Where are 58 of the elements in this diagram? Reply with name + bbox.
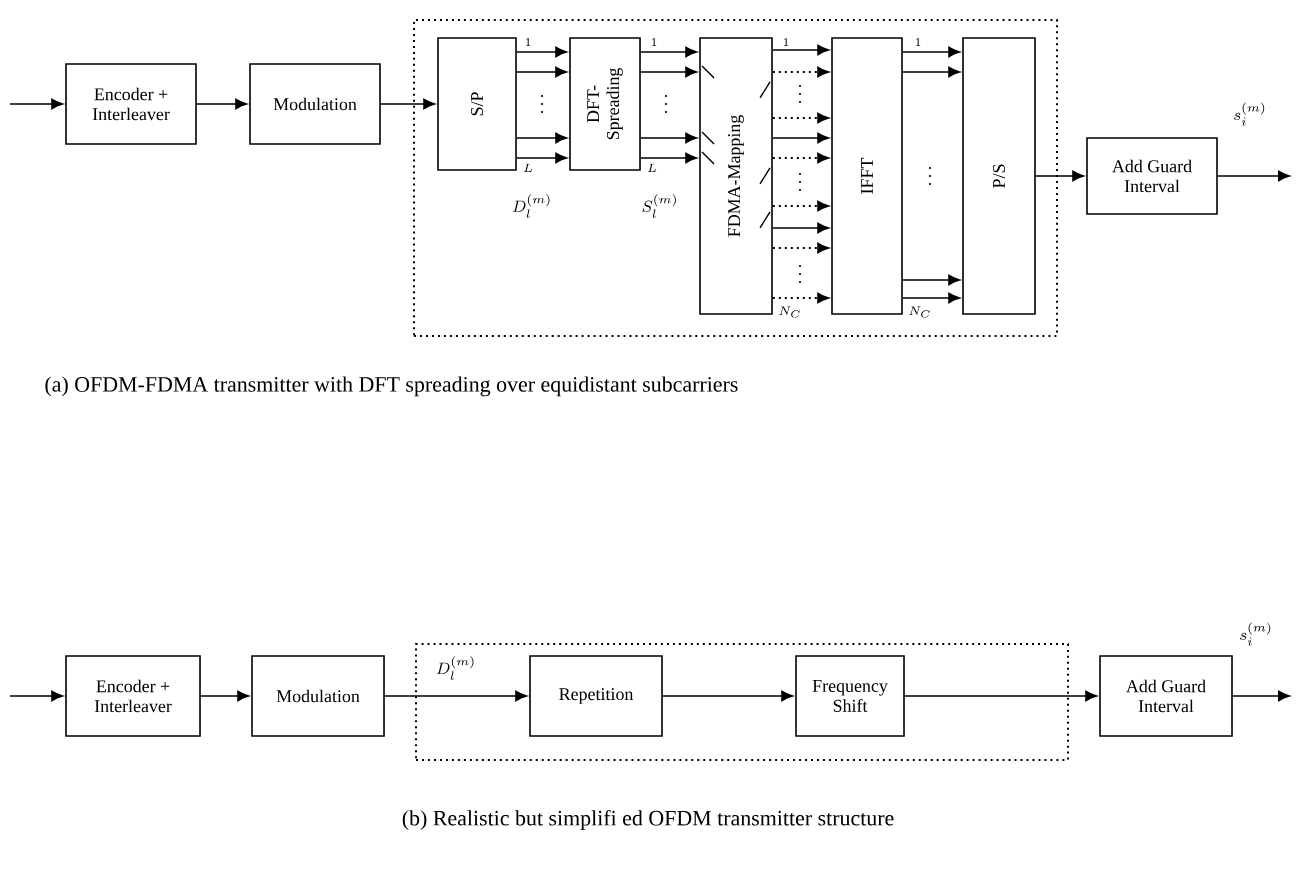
- block-box: S/P: [437, 37, 517, 171]
- arrow: [662, 690, 794, 702]
- arrow: [904, 690, 1098, 702]
- block-box: Encoder + Interleaver: [65, 655, 201, 737]
- block-box: P/S: [962, 37, 1036, 315]
- arrow: [1232, 690, 1290, 702]
- arrow: [1217, 170, 1290, 182]
- arrow: [771, 242, 829, 254]
- arrow: [771, 292, 829, 304]
- arrow: [1035, 170, 1085, 182]
- arrow: [9, 98, 64, 110]
- arrow: [902, 66, 961, 78]
- dotted-frame: [415, 642, 1069, 761]
- block-box: Add Guard Interval: [1086, 137, 1218, 215]
- block-box: IFFT: [831, 37, 903, 315]
- port-label: $N_C$: [909, 306, 930, 318]
- caption: (a) OFDM-FDMA transmitter with DFT spreading over equidistant subcarriers: [45, 376, 738, 397]
- arrow: [902, 46, 961, 58]
- arrow: [516, 46, 568, 58]
- signal-label: $D_l^{(m)}$: [436, 656, 474, 680]
- arrow: [771, 200, 829, 212]
- block-box: Add Guard Interval: [1099, 655, 1233, 737]
- block-box: Modulation: [249, 63, 381, 145]
- arrow: [640, 152, 698, 164]
- arrow: [640, 66, 698, 78]
- signal-label: $s_i^{(m)}$: [1240, 622, 1271, 646]
- dotted-frame: [413, 19, 1058, 337]
- arrow: [640, 132, 698, 144]
- arrow: [771, 112, 829, 124]
- arrow: [772, 222, 830, 234]
- block-box: Repetition: [529, 655, 663, 737]
- arrow: [902, 292, 961, 304]
- arrow: [772, 44, 830, 56]
- arrow: [380, 98, 436, 110]
- block-box: FDMA-Mapping: [699, 37, 773, 315]
- arrow: [516, 66, 568, 78]
- arrow: [516, 152, 568, 164]
- block-box: DFT-Spreading: [569, 37, 641, 171]
- port-label: $L$: [647, 163, 657, 173]
- arrow: [772, 132, 830, 144]
- caption: (b) Realistic but simplifi ed OFDM transmitter structure: [402, 809, 894, 830]
- port-label: $L$: [523, 163, 533, 173]
- block-box: Frequency Shift: [795, 655, 905, 737]
- arrow: [196, 98, 248, 110]
- arrow: [516, 132, 568, 144]
- signal-label: $D_l^{(m)}$: [512, 194, 550, 218]
- arrow: [640, 46, 698, 58]
- block-box: Encoder + Interleaver: [65, 63, 197, 145]
- signal-label: $s_i^{(m)}$: [1234, 102, 1265, 126]
- arrow: [902, 274, 961, 286]
- block-box: Modulation: [251, 655, 385, 737]
- arrow: [200, 690, 250, 702]
- signal-label: $S_l^{(m)}$: [642, 194, 676, 218]
- arrow: [771, 66, 829, 78]
- port-label: $N_C$: [779, 306, 800, 318]
- arrow: [384, 690, 528, 702]
- arrow: [9, 690, 64, 702]
- arrow: [771, 152, 829, 164]
